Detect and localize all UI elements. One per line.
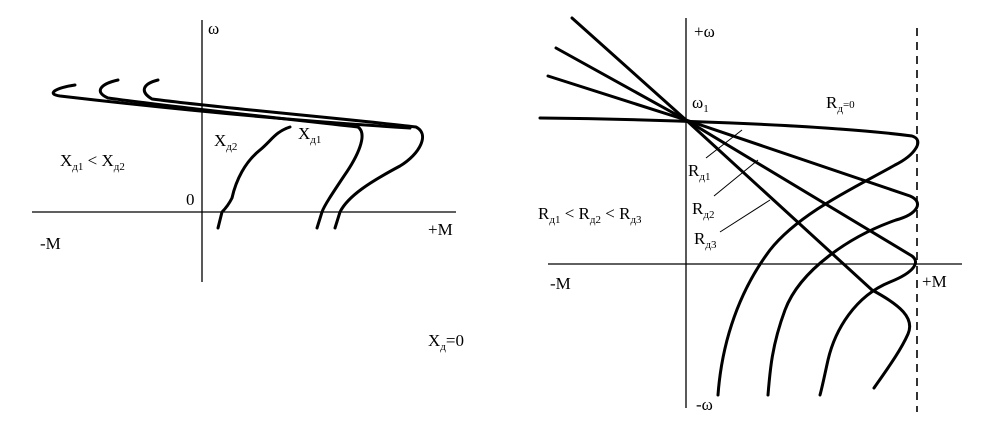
right-line-rd1-ext bbox=[546, 74, 688, 122]
right-curve-rd3 bbox=[684, 118, 912, 390]
left-origin-label: 0 bbox=[186, 190, 195, 209]
label-xd-zero: Xд=0 bbox=[428, 331, 464, 353]
right-plus-omega-label: +ω bbox=[694, 22, 715, 41]
right-plus-m-label: +M bbox=[922, 272, 947, 291]
left-curve-xd2-lower bbox=[216, 125, 292, 230]
label-rd1: Rд1 bbox=[688, 161, 710, 183]
label-rd0: Rд=0 bbox=[826, 93, 855, 115]
right-curve-rd2 bbox=[684, 118, 917, 397]
right-line-rd2-ext bbox=[554, 46, 688, 122]
label-xd2: Xд2 bbox=[214, 131, 237, 153]
right-minus-m-label: -M bbox=[550, 274, 571, 293]
left-plus-m-label: +M bbox=[428, 220, 453, 239]
label-xd1: Xд1 bbox=[298, 124, 321, 146]
leader-rd1 bbox=[705, 129, 743, 159]
left-diagram: ω 0 +M -M Xд2 Xд1 Xд1 < Xд2 Xд=0 bbox=[32, 19, 464, 353]
left-curve-xd1 bbox=[98, 78, 364, 230]
right-inequality: Rд1 < Rд2 < Rд3 bbox=[538, 204, 642, 226]
left-curve-xd2 bbox=[142, 78, 424, 230]
right-minus-omega-label: -ω bbox=[696, 395, 713, 414]
right-diagram: +ω -ω ω1 +M -M Rд=0 Rд1 Rд2 Rд3 Rд1 < Rд… bbox=[538, 16, 962, 414]
left-omega-label: ω bbox=[208, 19, 219, 38]
omega1-label: ω1 bbox=[692, 93, 709, 115]
left-minus-m-label: -M bbox=[40, 234, 61, 253]
right-line-rd3-ext bbox=[570, 16, 688, 122]
leader-rd2 bbox=[713, 159, 759, 197]
right-curve-rd1 bbox=[684, 118, 919, 397]
right-curve-rd0 bbox=[538, 116, 920, 397]
leader-rd3 bbox=[719, 199, 771, 233]
left-inequality: Xд1 < Xд2 bbox=[60, 151, 125, 173]
label-rd3: Rд3 bbox=[694, 229, 717, 251]
label-rd2: Rд2 bbox=[692, 199, 714, 221]
